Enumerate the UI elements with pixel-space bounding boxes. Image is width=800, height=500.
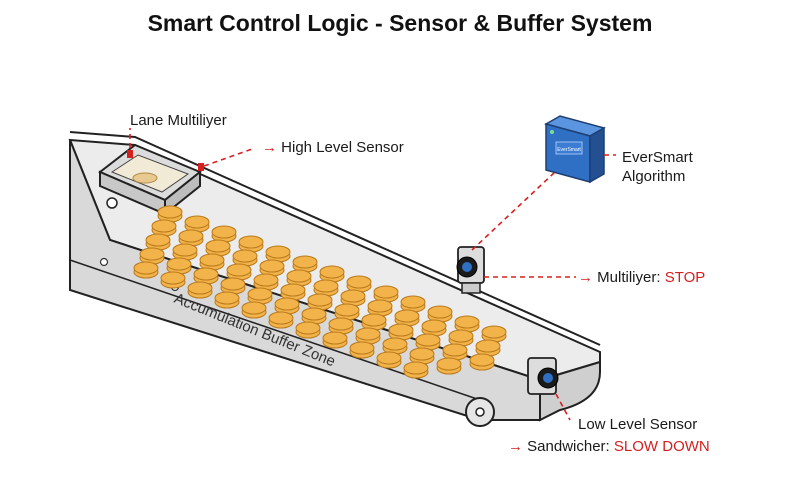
cookie-item bbox=[361, 313, 387, 327]
cookie-item bbox=[178, 229, 204, 243]
cookie-item bbox=[295, 321, 321, 335]
cookie-item bbox=[211, 225, 237, 239]
cookie-item bbox=[334, 303, 360, 317]
cookie-item bbox=[187, 281, 213, 295]
cookie-item bbox=[481, 325, 507, 339]
cookie-item bbox=[226, 263, 252, 277]
algorithm-callout: EverSmart Algorithm bbox=[622, 148, 693, 186]
arrow-right-icon: → bbox=[578, 269, 593, 286]
algorithm-label-line1: EverSmart bbox=[622, 149, 693, 166]
cookie-item bbox=[427, 305, 453, 319]
cookie-item bbox=[376, 351, 402, 365]
cookie-item bbox=[286, 269, 312, 283]
cookie-item bbox=[400, 295, 426, 309]
cookie-item bbox=[265, 245, 291, 259]
cookie-item bbox=[145, 233, 171, 247]
arrow-right-icon: → bbox=[262, 139, 277, 156]
cookie-item bbox=[157, 205, 183, 219]
cookie-item bbox=[340, 289, 366, 303]
cookie-item bbox=[394, 309, 420, 323]
cookie-item bbox=[349, 341, 375, 355]
connector-lines bbox=[129, 128, 616, 421]
cookie-item bbox=[436, 357, 462, 371]
algorithm-label-line2: Algorithm bbox=[622, 168, 686, 185]
lane-multiplier-label: Lane Multiliyer bbox=[130, 112, 227, 129]
cookie-item bbox=[442, 343, 468, 357]
cookie-item bbox=[421, 319, 447, 333]
sandwicher-prefix-label: Sandwicher: bbox=[527, 438, 610, 455]
low-level-sensor-label: Low Level Sensor bbox=[578, 416, 698, 433]
sandwicher-action-label: SLOW DOWN bbox=[613, 438, 710, 455]
cookie-item bbox=[382, 337, 408, 351]
cookie-item bbox=[220, 277, 246, 291]
cookie-item bbox=[253, 273, 279, 287]
cookie-item bbox=[307, 293, 333, 307]
cookie-item bbox=[292, 255, 318, 269]
lane-multiplier-unit bbox=[98, 143, 204, 217]
cookie-item bbox=[322, 331, 348, 345]
cookie-item bbox=[247, 287, 273, 301]
cookie-item bbox=[166, 257, 192, 271]
cookie-item bbox=[193, 267, 219, 281]
arrow-right-icon: → bbox=[508, 438, 523, 455]
cookie-item bbox=[301, 307, 327, 321]
cookie-item bbox=[409, 347, 435, 361]
multiplier-action-label: STOP bbox=[664, 269, 706, 286]
high-level-sensor-label: High Level Sensor bbox=[281, 139, 404, 156]
cookie-item bbox=[403, 361, 429, 375]
multiplier-stop-callout: → Multiliyer: STOP bbox=[578, 269, 705, 286]
cookie-item bbox=[151, 219, 177, 233]
cookie-item bbox=[469, 353, 495, 367]
cookie-item bbox=[373, 285, 399, 299]
cookie-item bbox=[313, 279, 339, 293]
cookie-item bbox=[274, 297, 300, 311]
sandwicher-callout: → Sandwicher: SLOW DOWN bbox=[508, 438, 710, 455]
cookie-item bbox=[232, 249, 258, 263]
cookie-stack-group bbox=[133, 205, 507, 379]
cookie-item bbox=[475, 339, 501, 353]
cookie-item bbox=[133, 261, 159, 275]
cookie-item bbox=[454, 315, 480, 329]
high-level-sensor-callout: → High Level Sensor bbox=[262, 139, 404, 156]
cookie-item bbox=[415, 333, 441, 347]
cookie-item bbox=[205, 239, 231, 253]
cookie-item bbox=[241, 301, 267, 315]
cookie-item bbox=[259, 259, 285, 273]
low-level-sensor-icon bbox=[527, 357, 559, 395]
cookie-item bbox=[280, 283, 306, 297]
cookie-item bbox=[160, 271, 186, 285]
cookie-item bbox=[139, 247, 165, 261]
cookie-item bbox=[199, 253, 225, 267]
cookie-item bbox=[355, 327, 381, 341]
multiplier-prefix-label: Multiliyer: bbox=[597, 269, 661, 286]
cookie-item bbox=[172, 243, 198, 257]
controller-screen-text: EverSmart bbox=[557, 147, 581, 153]
cookie-item bbox=[367, 299, 393, 313]
cookie-item bbox=[388, 323, 414, 337]
cookie-item bbox=[268, 311, 294, 325]
cookie-item bbox=[238, 235, 264, 249]
cookie-item bbox=[214, 291, 240, 305]
cookie-item bbox=[319, 265, 345, 279]
diagram-title: Smart Control Logic - Sensor & Buffer Sy… bbox=[147, 10, 653, 36]
cookie-item bbox=[328, 317, 354, 331]
cookie-item bbox=[346, 275, 372, 289]
cookie-item bbox=[184, 215, 210, 229]
cookie-item bbox=[448, 329, 474, 343]
high-level-sensor-icon bbox=[456, 246, 485, 294]
controller-icon: EverSmart bbox=[544, 115, 606, 184]
